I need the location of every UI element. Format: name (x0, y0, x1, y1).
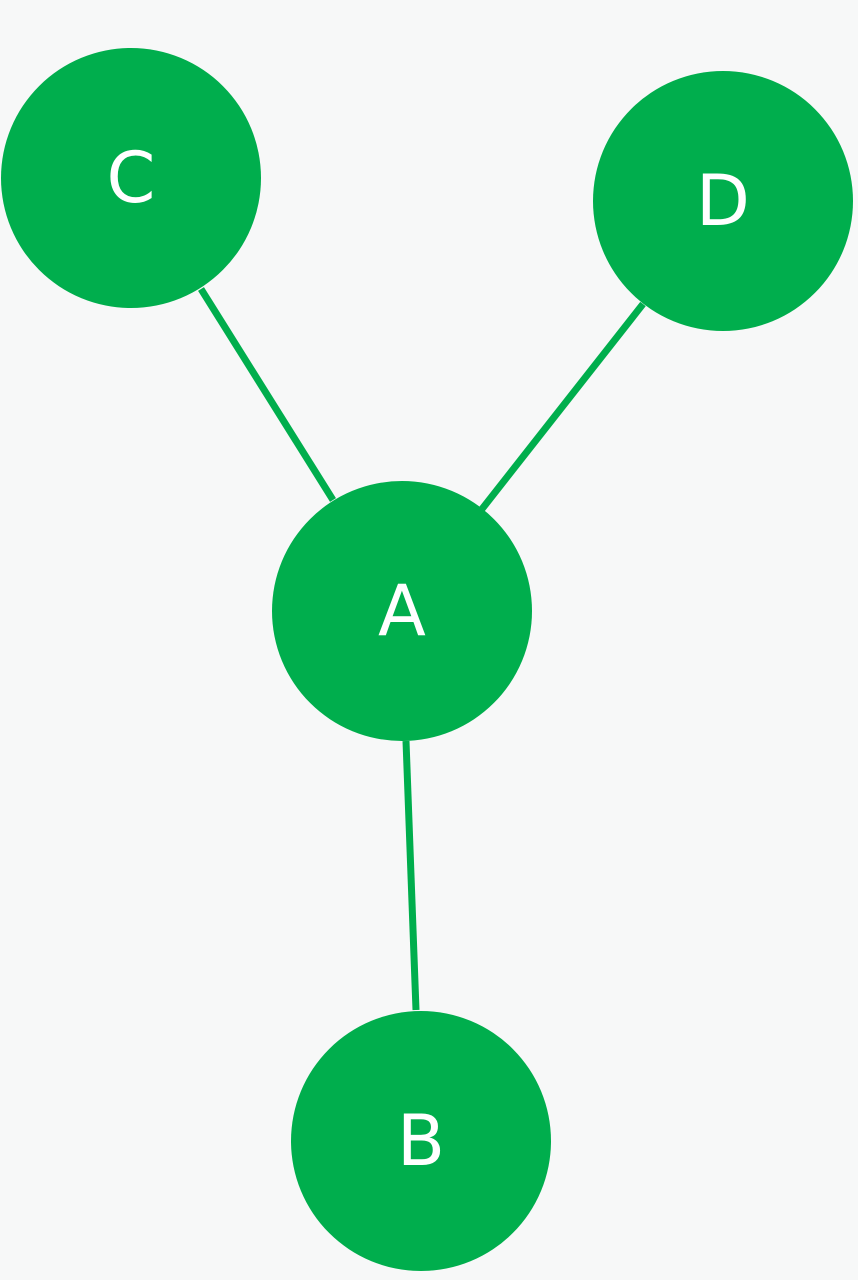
node-a-label: A (378, 570, 426, 652)
edges-layer (198, 287, 646, 1011)
node-d: D (593, 71, 853, 331)
node-b-label: B (397, 1100, 445, 1182)
node-a-circle (272, 481, 532, 741)
node-d-label: D (696, 160, 750, 242)
node-a: A (272, 481, 532, 741)
node-c: C (1, 48, 261, 308)
edge-a-b (402, 740, 420, 1011)
node-b-circle (291, 1011, 551, 1271)
node-c-circle (1, 48, 261, 308)
edge-a-c (198, 287, 336, 502)
node-b: B (291, 1011, 551, 1271)
node-c-label: C (107, 137, 156, 219)
nodes-layer: C D A B (1, 48, 853, 1271)
edge-a-d (479, 301, 646, 512)
node-d-circle (593, 71, 853, 331)
